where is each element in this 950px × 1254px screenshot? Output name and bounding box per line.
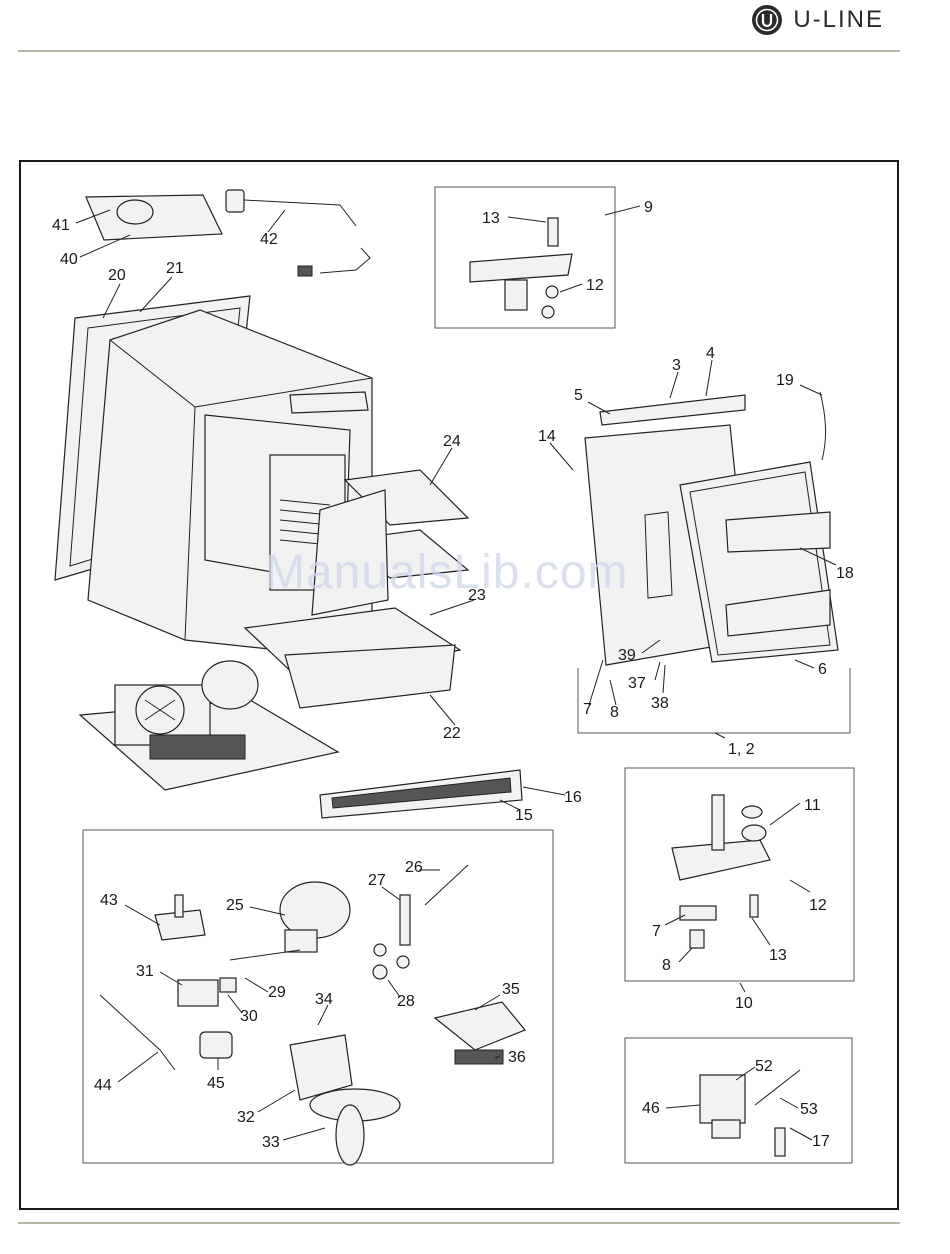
callout-label: 13 [769, 947, 787, 964]
callout-label: 33 [262, 1134, 280, 1151]
callout-label: 26 [405, 859, 423, 876]
callout-label: 36 [508, 1049, 526, 1066]
callout-label: 35 [502, 981, 520, 998]
callout-label: 25 [226, 897, 244, 914]
callout-label: 34 [315, 991, 333, 1008]
grille [320, 770, 522, 818]
callout-label: 27 [368, 872, 386, 889]
callout-label: 7 [583, 701, 592, 718]
door-assembly-bracket [578, 668, 850, 733]
callout-label: 28 [397, 993, 415, 1010]
callout-label: 8 [662, 957, 671, 974]
callout-label: 38 [651, 695, 669, 712]
callout-label: 1, 2 [728, 741, 755, 758]
callout-label: 41 [52, 217, 70, 234]
callout-label: 12 [586, 277, 604, 294]
callout-label: 5 [574, 387, 583, 404]
callout-label: 46 [642, 1100, 660, 1117]
callout-label: 14 [538, 428, 556, 445]
callout-label: 32 [237, 1109, 255, 1126]
lower-hinge [672, 795, 770, 948]
callout-label: 44 [94, 1077, 112, 1094]
callout-label: 4 [706, 345, 715, 362]
callout-label: 39 [618, 647, 636, 664]
top-hinge-kit [470, 218, 572, 318]
sealed-system-parts [100, 865, 525, 1165]
callout-label: 17 [812, 1133, 830, 1150]
callout-label: 21 [166, 260, 184, 277]
callout-label: 43 [100, 892, 118, 909]
watermark: ManualsLib.com [265, 545, 629, 600]
callout-label: 52 [755, 1058, 773, 1075]
callout-label: 8 [610, 704, 619, 721]
callout-label: 22 [443, 725, 461, 742]
callout-label: 20 [108, 267, 126, 284]
callout-label: 24 [443, 433, 461, 450]
callout-label: 40 [60, 251, 78, 268]
callout-label: 15 [515, 807, 533, 824]
callout-label: 7 [652, 923, 661, 940]
callout-label: 30 [240, 1008, 258, 1025]
callout-label: 29 [268, 984, 286, 1001]
callout-label: 53 [800, 1101, 818, 1118]
footer-rule [18, 1222, 900, 1224]
callout-label: 18 [836, 565, 854, 582]
callout-label: 6 [818, 661, 827, 678]
door-assembly [585, 392, 838, 665]
callout-label: 19 [776, 372, 794, 389]
callout-label: 12 [809, 897, 827, 914]
callout-label: 37 [628, 675, 646, 692]
callout-label: 13 [482, 210, 500, 227]
light-assembly [86, 190, 370, 276]
callout-label: 9 [644, 199, 653, 216]
callout-label: 10 [735, 995, 753, 1012]
crisper-drawer [285, 645, 455, 708]
callout-label: 3 [672, 357, 681, 374]
callout-label: 31 [136, 963, 154, 980]
callout-label: 42 [260, 231, 278, 248]
callout-label: 11 [804, 797, 821, 814]
callout-label: 45 [207, 1075, 225, 1092]
water-valve-parts [700, 1070, 800, 1156]
callout-label: 16 [564, 789, 582, 806]
